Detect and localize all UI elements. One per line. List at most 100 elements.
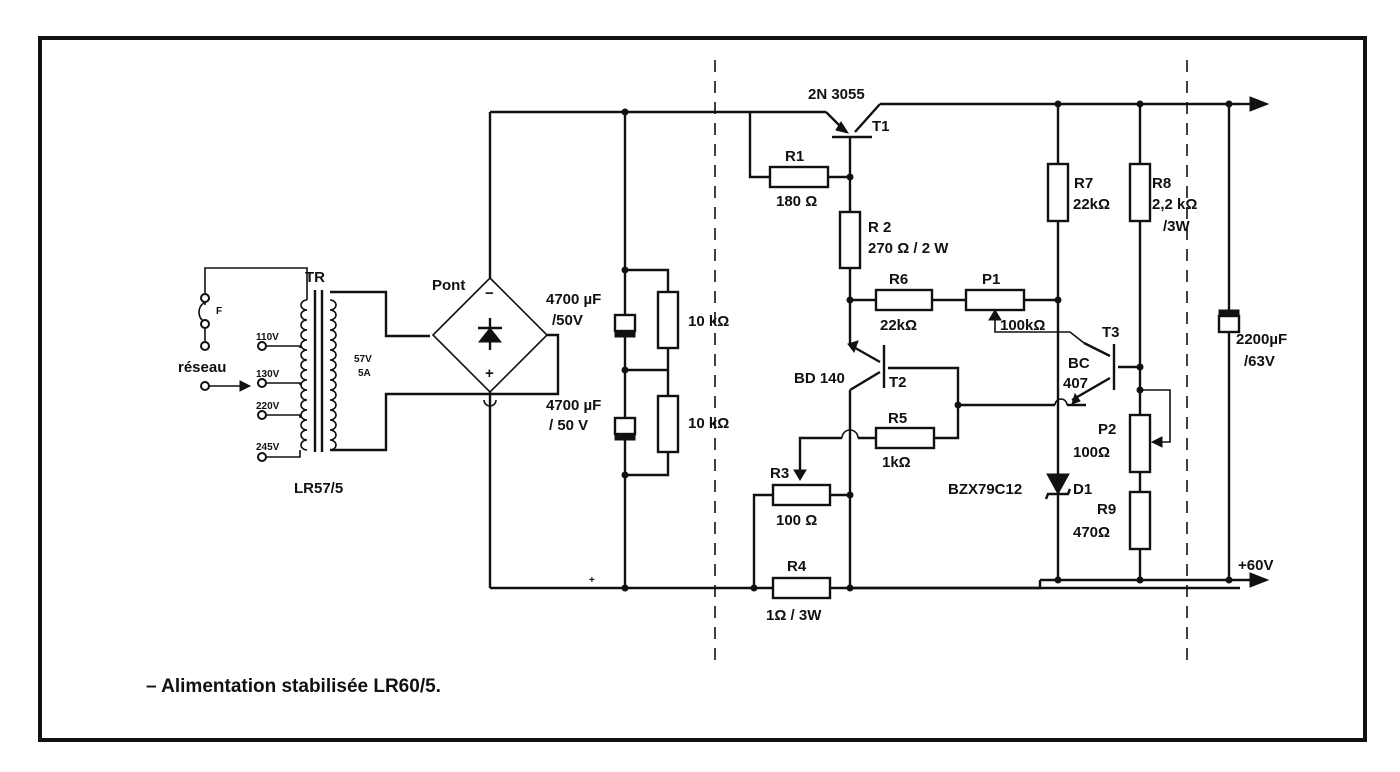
r8-value-2: /3W <box>1163 218 1191 235</box>
p2-wiper-arrow <box>1150 436 1163 448</box>
r3-wire-left <box>752 493 773 588</box>
mains-label: réseau <box>178 359 226 376</box>
r2-ref: R 2 <box>868 219 891 236</box>
frame <box>38 36 1367 742</box>
plus-mark: + <box>589 575 595 586</box>
r1-ref: R1 <box>785 148 804 165</box>
secondary-voltage: 57V <box>354 354 372 365</box>
r6-value: 22kΩ <box>880 317 917 334</box>
r5-hop-left <box>841 429 859 439</box>
c2-rating: / 50 V <box>549 417 588 434</box>
r-filter-bottom-value: 10 kΩ <box>688 415 729 432</box>
d1-ref: D1 <box>1073 481 1092 498</box>
bridge-plus: + <box>485 365 494 382</box>
c1-rating: /50V <box>552 312 583 329</box>
r5-hop <box>1054 398 1068 406</box>
t3-type-2: 407 <box>1063 375 1088 392</box>
r5-ref: R5 <box>888 410 907 427</box>
ground-join <box>850 580 1042 590</box>
r2-value: 270 Ω / 2 W <box>868 240 949 257</box>
r-filter-top-value: 10 kΩ <box>688 313 729 330</box>
fuse-label: F <box>216 306 222 317</box>
transformer-model: LR57/5 <box>294 480 343 497</box>
p2-value: 100Ω <box>1073 444 1110 461</box>
mains-input <box>198 267 308 392</box>
r7-ref: R7 <box>1074 175 1093 192</box>
bridge-minus: − <box>485 285 494 302</box>
capacitor-c1 <box>613 313 637 338</box>
caption: – Alimentation stabilisée LR60/5. <box>146 676 441 697</box>
capacitor-c2 <box>613 416 637 441</box>
t1-ref: T1 <box>872 118 890 135</box>
transistor-t3 <box>1071 341 1140 405</box>
r4-ref: R4 <box>787 558 807 575</box>
output-arrowhead-top <box>1249 96 1270 112</box>
resistor-r1 <box>768 165 830 189</box>
d1-type: BZX79C12 <box>948 481 1022 498</box>
zener-d1 <box>1044 473 1072 580</box>
p2-wiper-wire <box>1140 389 1171 443</box>
t1-type: 2N 3055 <box>808 86 865 103</box>
r3-wiper-wire <box>798 436 842 470</box>
resistor-r9 <box>1128 490 1152 551</box>
t3-type-1: BC <box>1068 355 1090 372</box>
node-r7-top <box>1054 100 1062 108</box>
potentiometer-p1 <box>964 288 1026 312</box>
node-r3 <box>846 491 854 499</box>
transformer-ref: TR <box>305 269 325 286</box>
r5-value: 1kΩ <box>882 454 911 471</box>
r7-value: 22kΩ <box>1073 196 1110 213</box>
r3-wiper-arrow <box>793 469 807 481</box>
resistor-r8 <box>1128 162 1152 223</box>
t2-ref: T2 <box>889 374 907 391</box>
r1-wire <box>748 112 770 179</box>
r6-ref: R6 <box>889 271 908 288</box>
r8-ref: R8 <box>1152 175 1171 192</box>
bridge-label: Pont <box>432 277 465 294</box>
filter-network <box>490 108 1240 592</box>
capacitor-c-out <box>1217 309 1241 334</box>
c-out-value: 2200µF <box>1236 331 1287 348</box>
resistor-r6 <box>874 288 934 312</box>
r5-wire-right <box>934 405 960 440</box>
transformer <box>257 290 430 462</box>
c1-value: 4700 µF <box>546 291 601 308</box>
node-c-out-bottom <box>1225 576 1233 584</box>
tap-110v: 110V <box>256 332 279 343</box>
bridge-rectifier <box>430 112 560 588</box>
p2-ref: P2 <box>1098 421 1116 438</box>
t2-type: BD 140 <box>794 370 845 387</box>
r9-ref: R9 <box>1097 501 1116 518</box>
resistor-r2 <box>838 210 862 270</box>
tap-245v: 245V <box>256 442 280 453</box>
r4-value: 1Ω / 3W <box>766 607 822 624</box>
p1-value: 100kΩ <box>1000 317 1045 334</box>
r9-value: 470Ω <box>1073 524 1110 541</box>
resistor-r4 <box>771 576 832 600</box>
node-r8-top <box>1136 100 1144 108</box>
p1-wiper-arrow <box>988 309 1002 321</box>
tap-220v: 220V <box>256 401 280 412</box>
r1-value: 180 Ω <box>776 193 817 210</box>
potentiometer-r3 <box>771 483 832 507</box>
node-r1 <box>846 173 854 181</box>
p1-wiper <box>994 312 1085 344</box>
transistor-t2 <box>847 340 960 588</box>
t3-ref: T3 <box>1102 324 1120 341</box>
resistor-filter-top <box>656 290 680 350</box>
r3-ref: R3 <box>770 465 789 482</box>
c-out-rating: /63V <box>1244 353 1275 370</box>
node-c-out-top <box>1225 100 1233 108</box>
output-voltage: +60V <box>1238 557 1273 574</box>
r8-value-1: 2,2 kΩ <box>1152 196 1197 213</box>
potentiometer-p2 <box>1128 413 1152 474</box>
secondary-current: 5A <box>358 368 371 379</box>
output-arrowhead-bottom <box>1249 572 1270 588</box>
c2-value: 4700 µF <box>546 397 601 414</box>
node-r4-left <box>750 584 758 592</box>
r3-value: 100 Ω <box>776 512 817 529</box>
resistor-filter-bottom <box>656 394 680 454</box>
resistor-r5 <box>874 426 936 450</box>
resistor-r7 <box>1046 162 1070 223</box>
